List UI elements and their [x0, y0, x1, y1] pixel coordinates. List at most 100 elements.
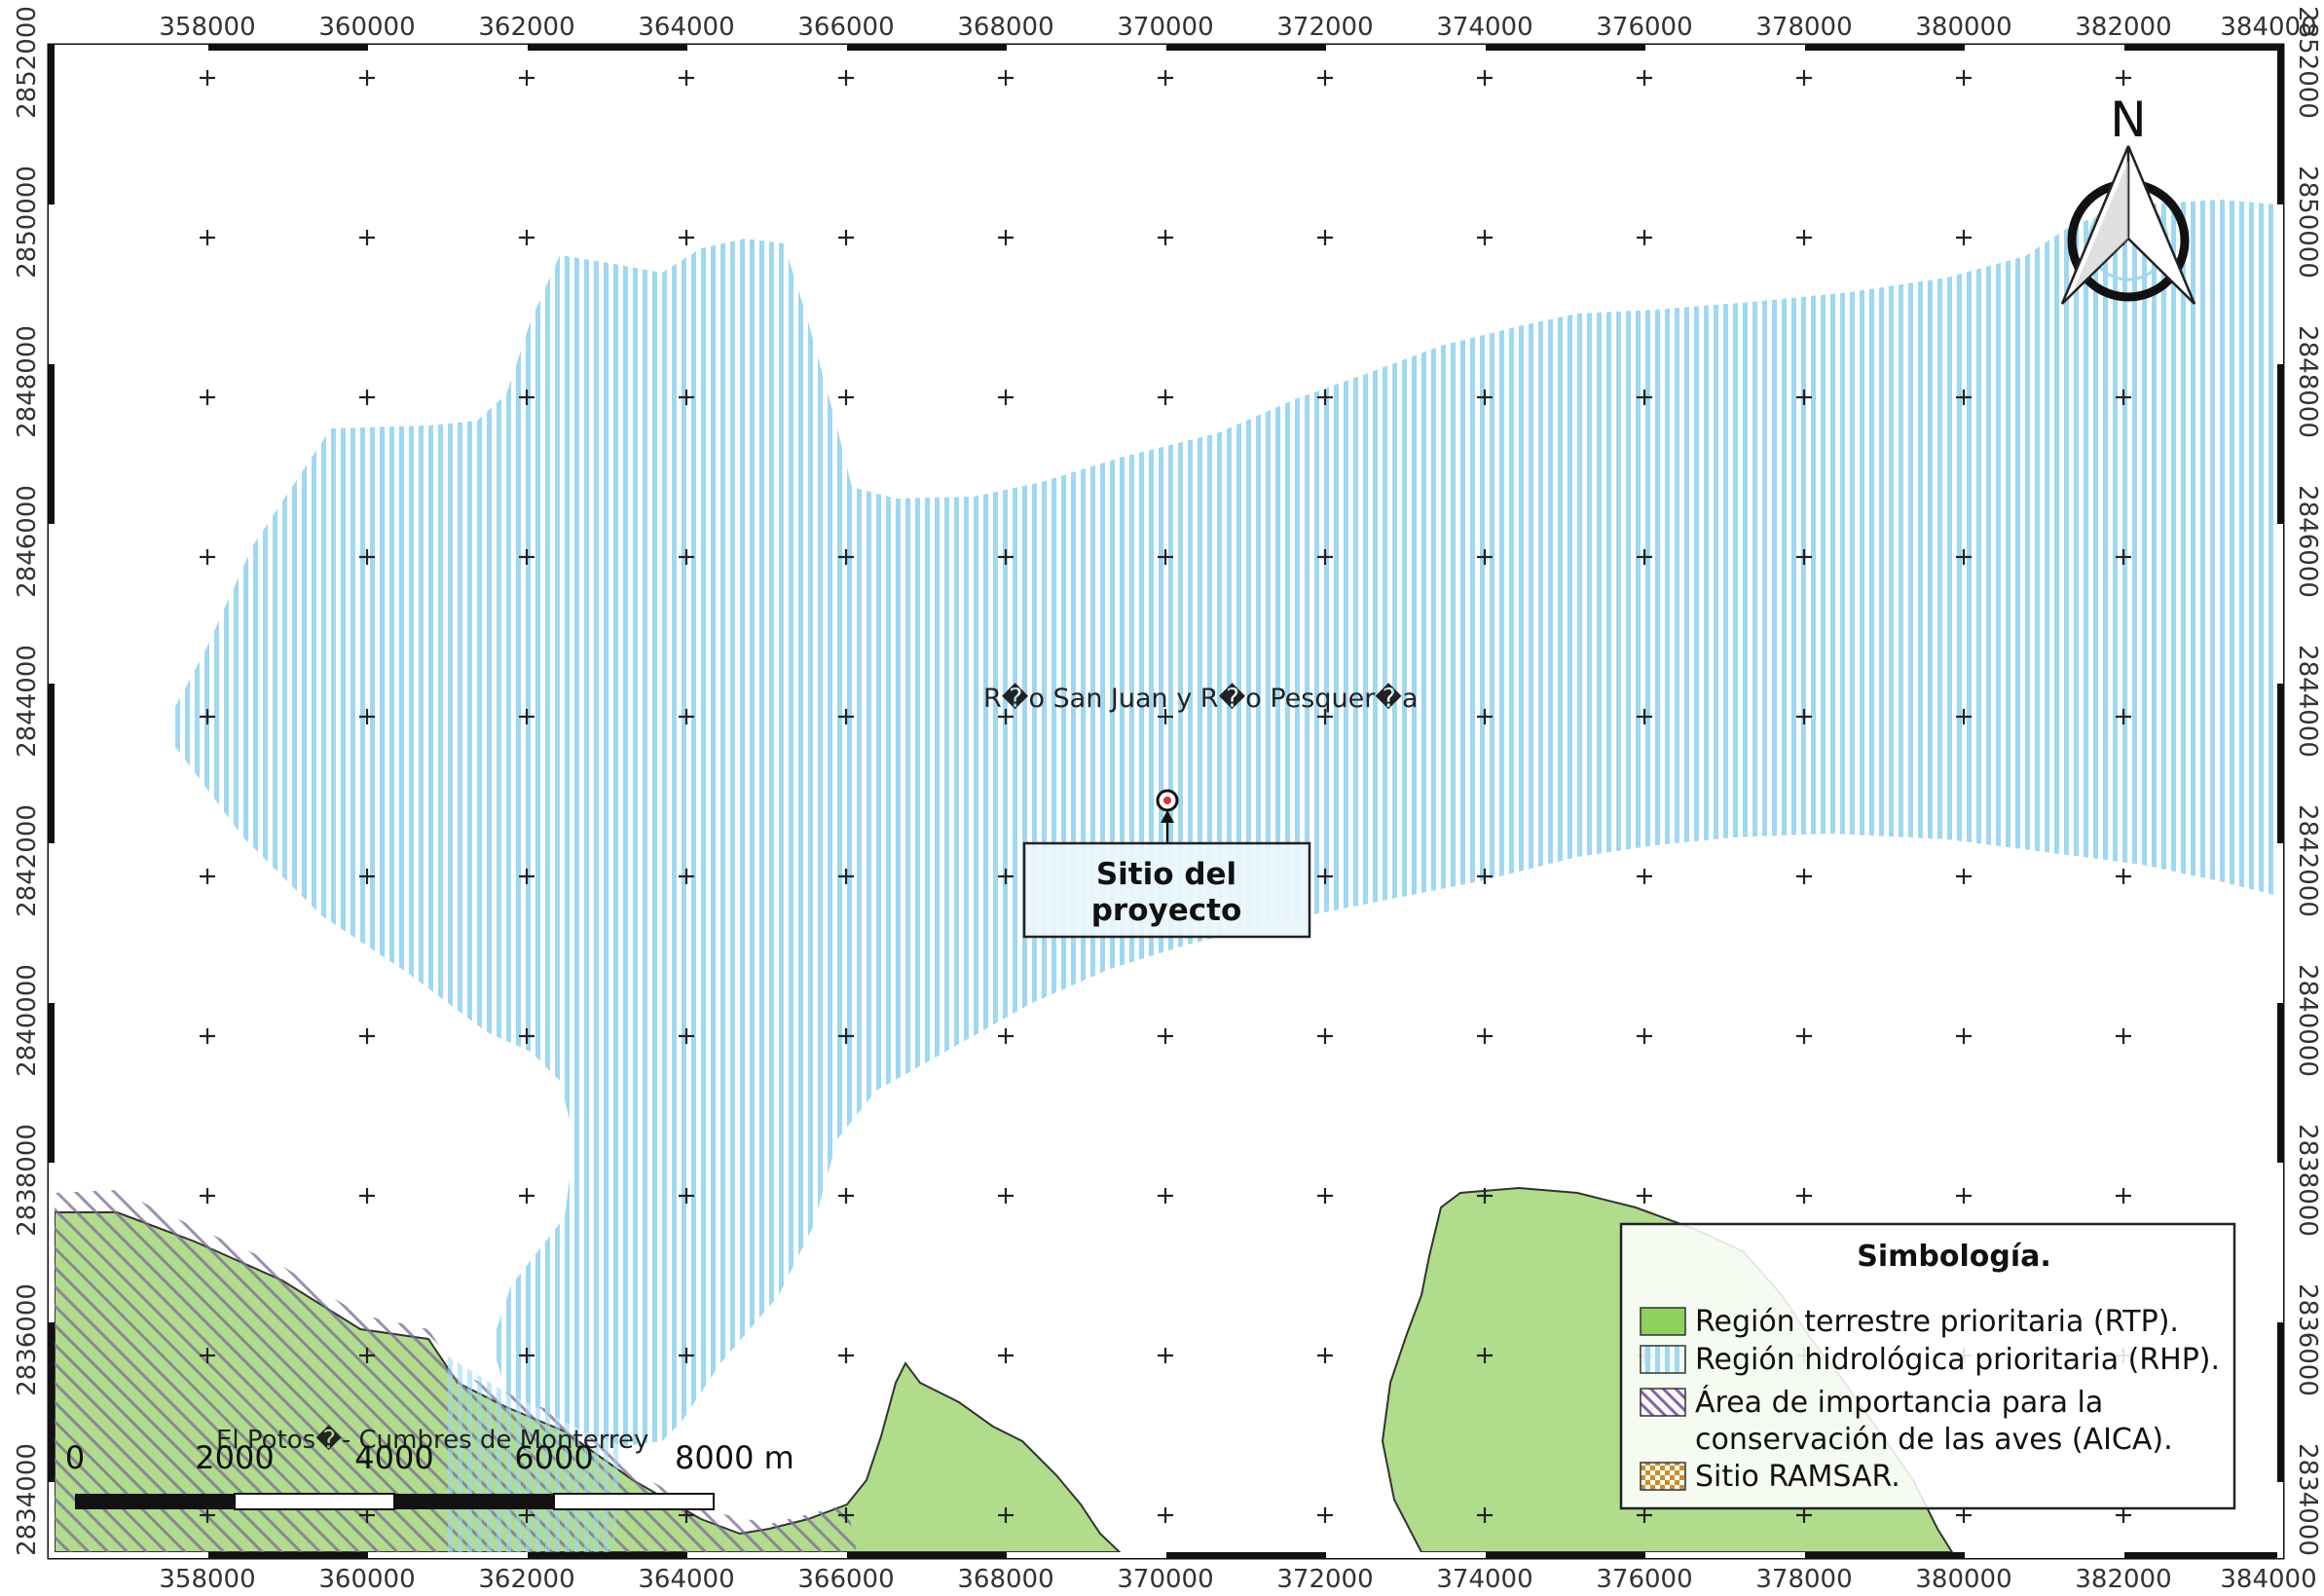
- frame-bar-segment: [49, 45, 55, 204]
- x-tick-bottom: 372000: [1276, 1565, 1373, 1594]
- grid-cross: [1477, 709, 1493, 724]
- grid-cross: [359, 230, 375, 245]
- grid-cross: [519, 1188, 535, 1204]
- grid-cross: [1158, 70, 1173, 86]
- grid-cross: [1317, 709, 1333, 724]
- x-tick-bottom: 374000: [1436, 1565, 1532, 1594]
- legend-label-aica-1: Área de importancia para la: [1695, 1385, 2103, 1420]
- grid-cross: [1158, 390, 1173, 405]
- y-tick-right: 2852000: [2293, 6, 2322, 119]
- x-tick-bottom: 360000: [318, 1565, 415, 1594]
- grid-cross: [1317, 549, 1333, 565]
- grid-cross: [1637, 1028, 1652, 1044]
- grid-cross: [1477, 230, 1493, 245]
- grid-cross: [1477, 1348, 1493, 1363]
- grid-cross: [1796, 1028, 1812, 1044]
- y-tick-labels-left: 2852000285000028480002846000284400028420…: [13, 6, 42, 1556]
- frame-bar-segment: [49, 1003, 55, 1163]
- grid-cross: [998, 390, 1014, 405]
- north-arrow-icon: N: [2060, 92, 2196, 305]
- grid-crosses: [200, 70, 2131, 1523]
- grid-cross: [519, 1028, 535, 1044]
- frame-bar-segment: [49, 204, 55, 364]
- grid-cross: [1158, 1507, 1173, 1523]
- frame-bar-segment: [1965, 1552, 2124, 1558]
- grid-cross: [998, 1348, 1014, 1363]
- frame-bar-segment: [2277, 1322, 2283, 1482]
- grid-cross: [519, 869, 535, 884]
- frame-bar-segment: [2277, 1163, 2283, 1322]
- grid-cross: [679, 1348, 694, 1363]
- grid-cross: [200, 70, 215, 86]
- grid-cross: [1477, 70, 1493, 86]
- y-tick-right: 2848000: [2293, 325, 2322, 438]
- grid-cross: [200, 549, 215, 565]
- y-tick-right: 2846000: [2293, 485, 2322, 598]
- y-tick-left: 2840000: [13, 964, 42, 1077]
- grid-cross: [1317, 70, 1333, 86]
- grid-cross: [1637, 709, 1652, 724]
- frame-bar-segment: [847, 45, 1007, 51]
- frame-bar-segment: [528, 1552, 687, 1558]
- grid-cross: [1317, 390, 1333, 405]
- legend-label-aica-2: conservación de las aves (AICA).: [1695, 1423, 2173, 1457]
- frame-bar-segment: [2277, 204, 2283, 364]
- grid-cross: [2116, 869, 2131, 884]
- grid-cross: [1956, 1028, 1972, 1044]
- grid-cross: [1956, 390, 1972, 405]
- grid-cross: [1477, 390, 1493, 405]
- y-tick-labels-right: 2852000285000028480002846000284400028420…: [2293, 6, 2322, 1556]
- grid-cross: [679, 549, 694, 565]
- frame-bar-segment: [49, 1163, 55, 1322]
- frame-bar-segment: [2277, 364, 2283, 524]
- grid-cross: [679, 709, 694, 724]
- x-tick-bottom: 382000: [2075, 1565, 2171, 1594]
- grid-cross: [2116, 1507, 2131, 1523]
- grid-cross: [838, 1507, 854, 1523]
- grid-cross: [998, 1507, 1014, 1523]
- grid-cross: [200, 1507, 215, 1523]
- grid-cross: [1956, 549, 1972, 565]
- grid-cross: [1796, 549, 1812, 565]
- y-tick-right: 2836000: [2293, 1283, 2322, 1396]
- frame-bar-segment: [208, 1552, 368, 1558]
- frame-bar-segment: [2277, 45, 2283, 204]
- frame-bar-segment: [1805, 1552, 1965, 1558]
- y-tick-left: 2842000: [13, 804, 42, 917]
- frame-bar-segment: [528, 45, 687, 51]
- grid-cross: [200, 869, 215, 884]
- grid-cross: [679, 70, 694, 86]
- frame-bar-segment: [1645, 1552, 1805, 1558]
- grid-cross: [998, 1028, 1014, 1044]
- frame-bar-segment: [847, 1552, 1007, 1558]
- grid-cross: [1637, 1188, 1652, 1204]
- grid-cross: [1158, 1028, 1173, 1044]
- scale-label-2: 4000: [354, 1439, 433, 1476]
- frame-bar-segment: [49, 524, 55, 684]
- x-tick-bottom: 358000: [159, 1565, 255, 1594]
- grid-cross: [359, 1188, 375, 1204]
- grid-cross: [1637, 869, 1652, 884]
- grid-cross: [1158, 1188, 1173, 1204]
- frame-bar-segment: [1166, 1552, 1326, 1558]
- legend-swatch-rtp: [1640, 1307, 1686, 1336]
- x-tick-top: 370000: [1117, 13, 1213, 42]
- grid-cross: [519, 230, 535, 245]
- grid-cross: [1477, 1028, 1493, 1044]
- frame-bar-segment: [49, 1482, 55, 1558]
- frame-bar-segment: [1805, 45, 1965, 51]
- x-tick-bottom: 368000: [957, 1565, 1053, 1594]
- y-tick-right: 2842000: [2293, 804, 2322, 917]
- x-tick-top: 382000: [2075, 13, 2171, 42]
- x-tick-bottom: 376000: [1596, 1565, 1692, 1594]
- grid-cross: [359, 549, 375, 565]
- grid-cross: [1637, 1507, 1652, 1523]
- grid-cross: [679, 1188, 694, 1204]
- frame-bar-segment: [2124, 1552, 2283, 1558]
- grid-cross: [200, 1348, 215, 1363]
- frame-bar-segment: [49, 1552, 208, 1558]
- frame-bar-segment: [1486, 1552, 1645, 1558]
- grid-cross: [838, 1348, 854, 1363]
